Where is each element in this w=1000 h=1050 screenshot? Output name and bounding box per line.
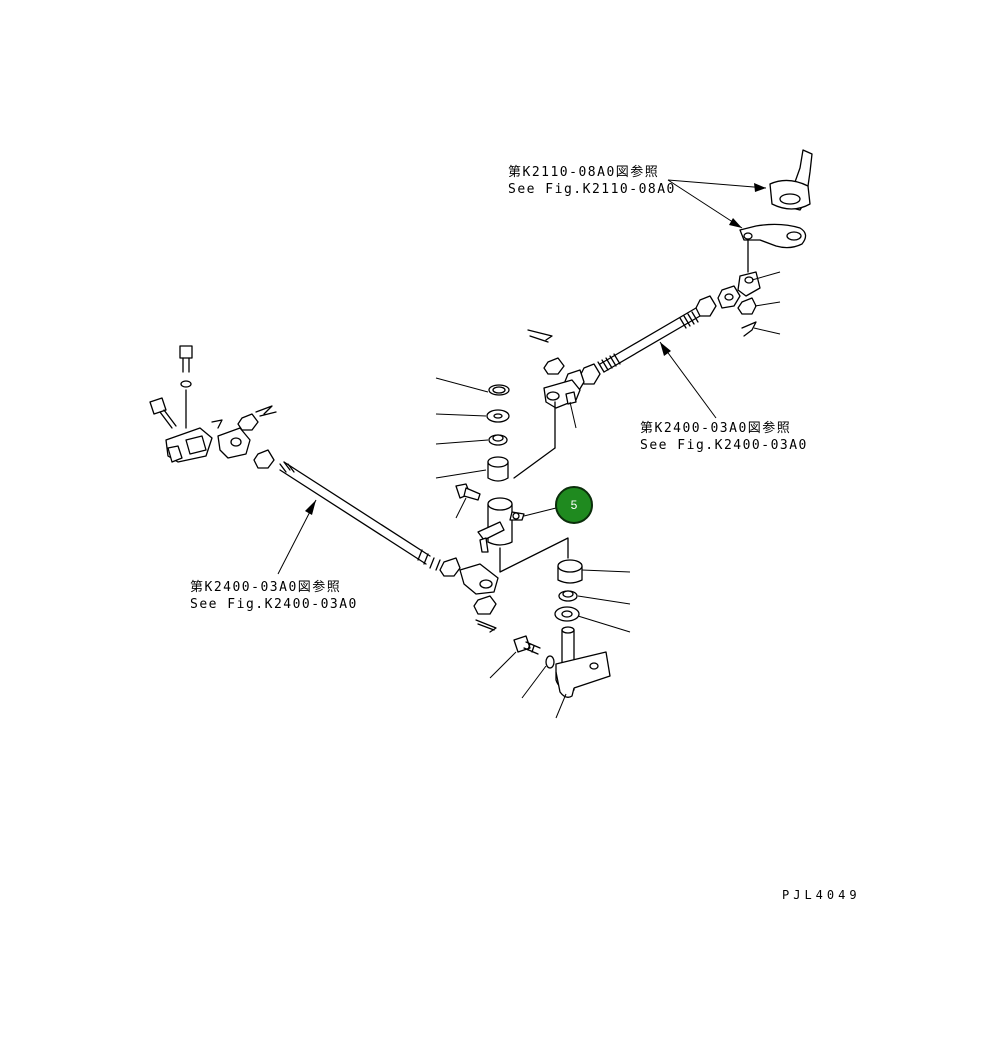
cotter-pin-icon: [475, 619, 497, 633]
bushing-icon: [487, 456, 509, 482]
bolt-icon: [513, 635, 541, 655]
reference-en-text: See Fig.K2400-03A0: [640, 438, 808, 453]
reference-label-middle-right: 第K2400-03A0図参照 See Fig.K2400-03A0: [640, 420, 808, 454]
rod-icon: [279, 461, 441, 571]
reference-label-lower-left: 第K2400-03A0図参照 See Fig.K2400-03A0: [190, 579, 358, 613]
cotter-pin-icon: [211, 405, 277, 429]
reference-en-text: See Fig.K2400-03A0: [190, 597, 358, 612]
nut-icon: [558, 590, 578, 602]
top-right-assembly: [695, 149, 813, 337]
nut-icon: [473, 595, 497, 615]
bracket-icon: [165, 427, 213, 463]
rod-end-icon: [459, 563, 499, 595]
washer-icon: [554, 606, 580, 622]
rod-icon: [597, 307, 701, 373]
reference-jp-text: 第K2110-08A0図参照: [508, 165, 660, 180]
part-callout-badge[interactable]: 5: [555, 486, 593, 524]
nut-icon: [439, 557, 461, 577]
cotter-pin-icon: [741, 321, 757, 337]
washer-icon: [545, 655, 555, 669]
reference-arrows: [277, 179, 767, 575]
reference-jp-text: 第K2400-03A0図参照: [190, 580, 342, 595]
bolt-icon: [179, 345, 193, 373]
shaft-bracket-icon: [477, 497, 525, 553]
bushing-icon: [557, 559, 583, 584]
lever-arm-icon: [739, 223, 807, 273]
nut-icon: [237, 413, 275, 469]
nut-icon: [543, 357, 565, 375]
rod-end-icon: [737, 271, 761, 297]
upper-lever-icon: [513, 379, 581, 479]
nut-icon: [488, 434, 508, 446]
drawing-code: PJL4049: [782, 888, 861, 902]
reference-jp-text: 第K2400-03A0図参照: [640, 421, 792, 436]
reference-label-top-right: 第K2110-08A0図参照 See Fig.K2110-08A0: [508, 164, 676, 198]
control-lever-icon: [769, 149, 813, 211]
rod-end-icon: [217, 427, 251, 459]
lower-bracket-icon: [555, 626, 611, 698]
grease-fitting-icon: [455, 483, 481, 501]
snap-ring-icon: [488, 384, 510, 396]
washer-icon: [486, 409, 510, 423]
bolt-icon: [149, 397, 177, 429]
cotter-pin-icon: [527, 329, 553, 343]
washer-icon: [180, 380, 192, 388]
nut-icon: [695, 285, 757, 317]
reference-en-text: See Fig.K2110-08A0: [508, 182, 676, 197]
